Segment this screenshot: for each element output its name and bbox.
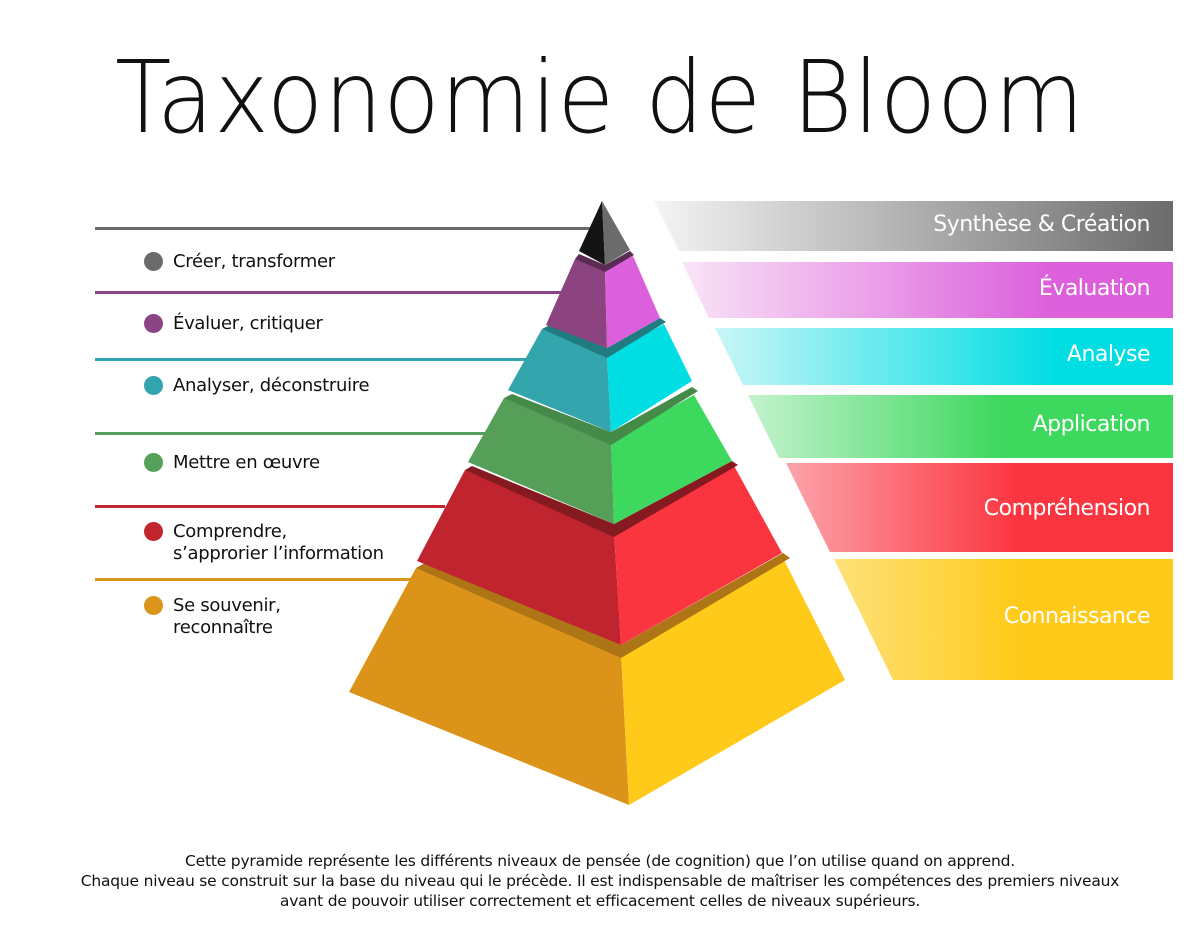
legend-label-line: Comprendre, xyxy=(173,521,287,542)
pyramid-layer-analyse xyxy=(508,318,692,432)
banner-label-application: Application xyxy=(1032,412,1151,437)
legend-label: Mettre en œuvre xyxy=(173,452,320,473)
legend-dot-teal xyxy=(144,376,163,395)
pyramid-layer-connaissance xyxy=(349,553,845,805)
legend-dot-orange xyxy=(144,596,163,615)
legend-item-evaluer: Évaluer, critiquer xyxy=(144,313,323,335)
legend-label: Comprendre, s’approrier l’information xyxy=(173,521,384,565)
legend-item-comprendre: Comprendre, s’approrier l’information xyxy=(144,521,384,565)
banner-comprehension xyxy=(786,463,1173,552)
banner-label-synthese: Synthèse & Création xyxy=(933,212,1150,237)
footer-line-3: avant de pouvoir utiliser correctement e… xyxy=(279,892,921,910)
footer-line-2: Chaque niveau se construit sur la base d… xyxy=(80,872,1120,890)
legend-dot-gray xyxy=(144,252,163,271)
legend-line-creation xyxy=(95,227,590,230)
pyramid-layer-evaluation xyxy=(546,251,660,348)
legend-label: Créer, transformer xyxy=(173,251,335,272)
legend-item-creer: Créer, transformer xyxy=(144,251,335,273)
legend-item-mettre-en-oeuvre: Mettre en œuvre xyxy=(144,452,320,474)
legend-dot-purple xyxy=(144,314,163,333)
banner-analyse xyxy=(715,328,1173,385)
legend-line-application xyxy=(95,432,485,435)
legend-label: Analyser, déconstruire xyxy=(173,375,370,396)
legend-line-evaluation xyxy=(95,291,565,294)
banner-label-connaissance: Connaissance xyxy=(1003,604,1151,629)
footer-description: Cette pyramide représente les différents… xyxy=(0,851,1200,911)
legend-label: Évaluer, critiquer xyxy=(173,313,323,334)
level-banners xyxy=(654,201,1173,680)
legend-item-analyser: Analyser, déconstruire xyxy=(144,375,370,397)
legend-dot-green xyxy=(144,453,163,472)
legend-item-se-souvenir: Se souvenir, reconnaître xyxy=(144,595,281,639)
footer-line-1: Cette pyramide représente les différents… xyxy=(185,852,1015,870)
legend-label-line: Se souvenir, xyxy=(173,595,281,616)
legend-label-line: s’approrier l’information xyxy=(173,543,384,564)
legend-label-line: reconnaître xyxy=(173,617,273,638)
page-title: Taxonomie de Bloom xyxy=(115,39,1085,156)
banner-connaissance xyxy=(834,559,1173,680)
banner-label-comprehension: Compréhension xyxy=(983,496,1151,521)
banner-evaluation xyxy=(682,262,1173,318)
banner-label-evaluation: Évaluation xyxy=(1038,276,1151,301)
pyramid-layer-synthese xyxy=(579,201,630,265)
legend-lines xyxy=(95,227,590,581)
legend-dot-red xyxy=(144,522,163,541)
pyramid-layer-application xyxy=(468,387,732,524)
pyramid-layer-comprehension xyxy=(417,461,782,645)
banner-label-analyse: Analyse xyxy=(1066,342,1151,367)
banner-synthese xyxy=(654,201,1173,251)
pyramid xyxy=(349,201,845,805)
legend-label: Se souvenir, reconnaître xyxy=(173,595,281,639)
legend-line-connaissance xyxy=(95,578,415,581)
legend-line-analyse xyxy=(95,358,535,361)
legend-line-comprehension xyxy=(95,505,445,508)
banner-application xyxy=(748,395,1173,458)
